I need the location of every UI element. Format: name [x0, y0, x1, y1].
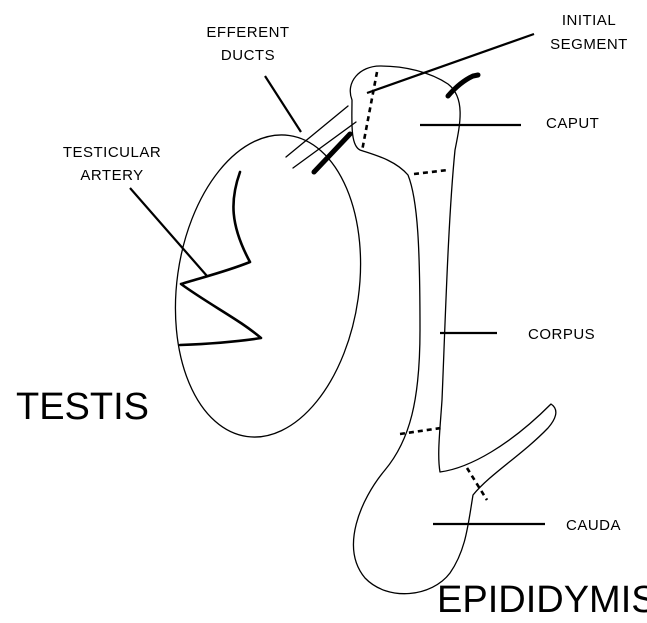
caput-duct-stub — [448, 75, 478, 96]
caput-corpus-boundary — [414, 170, 448, 174]
epididymis-label: EPIDIDYMIS — [437, 579, 647, 621]
efferent-ducts-label-line1: EFFERENT — [206, 24, 289, 41]
corpus-label: CORPUS — [528, 326, 595, 343]
initial-segment-label-line1: INITIAL — [562, 12, 616, 29]
efferent-ducts-leader — [265, 76, 301, 132]
testis-label: TESTIS — [16, 386, 149, 428]
testicular-artery-label-line2: ARTERY — [80, 167, 143, 184]
epididymis-outline — [350, 66, 556, 594]
testis-outline — [157, 123, 380, 449]
initial-segment-label-line2: SEGMENT — [550, 36, 628, 53]
initial-segment-boundary — [362, 72, 377, 151]
testicular-artery-label-line1: TESTICULAR — [63, 144, 161, 161]
initial-segment-leader — [367, 34, 534, 93]
cauda-label: CAUDA — [566, 517, 621, 534]
efferent-ducts-label-line2: DUCTS — [221, 47, 275, 64]
testicular-artery-leader — [130, 188, 207, 276]
caput-label: CAPUT — [546, 115, 599, 132]
